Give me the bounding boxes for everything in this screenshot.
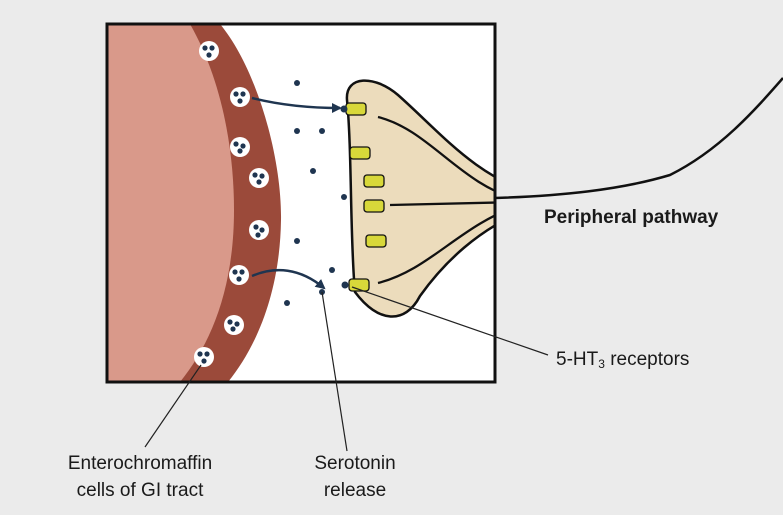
label-peripheral-pathway: Peripheral pathway	[544, 204, 718, 231]
bound-serotonin	[341, 106, 348, 113]
ec-cell	[194, 347, 214, 367]
label-enterochromaffin-cells: Enterochromaffin cells of GI tract	[45, 450, 235, 504]
ec-cell	[249, 220, 269, 240]
ec-cell	[229, 265, 249, 285]
ec-label-line1: Enterochromaffin	[45, 450, 235, 477]
ec-cell	[230, 137, 250, 157]
ec-cell	[230, 87, 250, 107]
ec-cell	[249, 168, 269, 188]
serotonin-label-line1: Serotonin	[300, 450, 410, 477]
ec-cell	[199, 41, 219, 61]
peripheral-axon	[495, 78, 783, 198]
receptors-text-sub: 3	[598, 357, 605, 371]
ec-label-line2: cells of GI tract	[45, 477, 235, 504]
serotonin-label-line2: release	[300, 477, 410, 504]
label-5ht3-receptors: 5-HT3 receptors	[556, 346, 689, 373]
ec-cell	[224, 315, 244, 335]
bound-serotonin	[342, 282, 349, 289]
receptors-text-main: 5-HT	[556, 349, 598, 370]
label-serotonin-release: Serotonin release	[300, 450, 410, 504]
receptors-text-rest: receptors	[605, 349, 689, 370]
